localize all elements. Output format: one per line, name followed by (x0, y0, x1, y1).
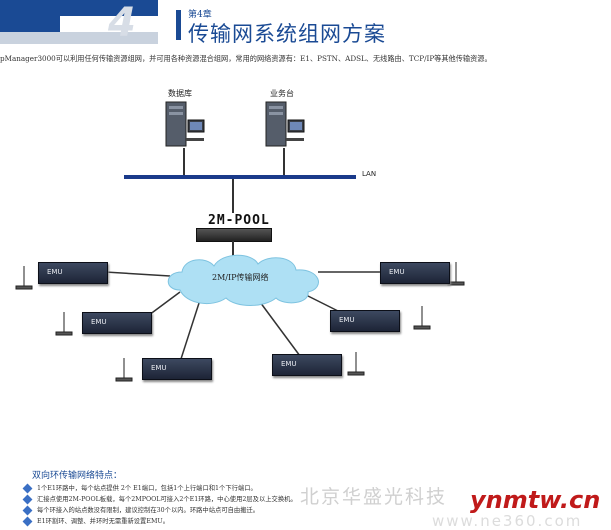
bullet-diamond-icon (22, 505, 33, 516)
site-watermark: ynmtw.cn (470, 486, 601, 514)
header-gray-band (0, 32, 158, 44)
database-label: 数据库 (168, 89, 192, 98)
feature-item: 1个E1环路中，每个站点提供 2个 E1端口，包括1个上行端口和1个下行端口。 (22, 483, 257, 494)
business-station-label: 业务台 (270, 89, 294, 98)
bullet-diamond-icon (22, 494, 33, 505)
features-title: 双向环传输网络特点： (32, 471, 123, 481)
lan-bus (124, 175, 356, 179)
emu-device: EMU (380, 262, 450, 284)
emu-label: EMU (47, 268, 63, 276)
pool-label: 2M-POOL (208, 213, 270, 228)
feature-item: E1环割环、调整、并环时无需重新设置EMU。 (22, 516, 169, 527)
emu-device: EMU (82, 312, 152, 334)
db-link-line (183, 148, 185, 176)
lan-label: LAN (362, 170, 377, 178)
feature-item: 汇接点使用2M-POOL板载，每个2MPOOL可接入2个E1环路，中心使用2层及… (22, 494, 297, 505)
company-watermark: 北京华盛光科技 (300, 486, 448, 508)
business-server-icon (265, 101, 305, 147)
chapter-label: 第4章 (188, 10, 212, 20)
faint-site-watermark: www.ne360.com (432, 512, 583, 530)
header-white-notch (60, 16, 178, 36)
pool-device (196, 228, 272, 242)
database-server-icon (165, 101, 205, 147)
emu-label: EMU (151, 364, 167, 372)
emu-device: EMU (272, 354, 342, 376)
intro-text: pManager3000可以利用任何传输资源组网，并可用各种资源混合组网，常用的… (0, 54, 492, 63)
cloud-label: 2M/IP传输网络 (212, 273, 269, 282)
emu-label: EMU (91, 318, 107, 326)
lan-pool-link-line (232, 179, 234, 213)
emu-label: EMU (339, 316, 355, 324)
emu-label: EMU (281, 360, 297, 368)
page-title: 传输网系统组网方案 (188, 22, 386, 46)
pool-cloud-link-line (232, 241, 234, 257)
title-accent-bar (176, 10, 181, 40)
chapter-number-decor: 4 (108, 0, 136, 46)
bullet-diamond-icon (22, 516, 33, 527)
feature-item: 每个环接入的站点数没有限制，建议控制在30个以内。环路中站点可自由搬迁。 (22, 505, 259, 516)
emu-device: EMU (142, 358, 212, 380)
emu-device: EMU (38, 262, 108, 284)
emu-device: EMU (330, 310, 400, 332)
emu-label: EMU (389, 268, 405, 276)
biz-link-line (283, 148, 285, 176)
bullet-diamond-icon (22, 483, 33, 494)
transport-cloud-icon (167, 254, 319, 306)
